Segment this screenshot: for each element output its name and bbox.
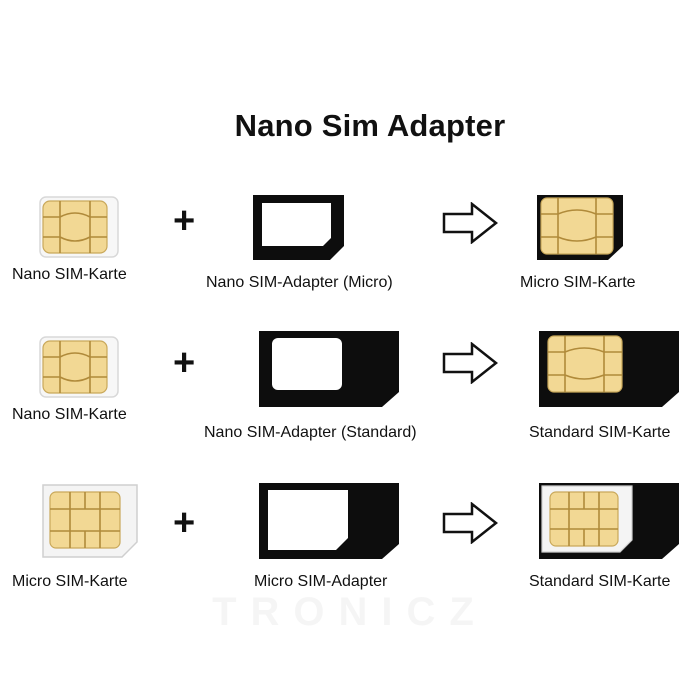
result-label: Micro SIM-Karte <box>520 274 636 291</box>
result-micro-sim <box>534 192 626 262</box>
micro-sim-card <box>40 482 140 560</box>
watermark: TRONICZ <box>0 590 700 635</box>
nano-micro-adapter <box>250 192 346 262</box>
micro-standard-adapter <box>256 480 402 562</box>
adapter-frame-icon <box>259 483 399 559</box>
plus-sign: + <box>173 200 196 242</box>
row-nano-to-standard: Nano SIM-Karte + Nano SIM-Adapter (Stand… <box>0 320 700 460</box>
source-label: Micro SIM-Karte <box>12 573 128 590</box>
nano-sim-card <box>38 335 120 399</box>
result-standard-sim <box>536 480 682 562</box>
adapter-frame-icon <box>259 331 399 407</box>
adapter-label: Nano SIM-Adapter (Micro) <box>206 274 393 291</box>
arrow-right-icon <box>442 342 498 384</box>
row-micro-to-standard: Micro SIM-Karte + Micro SIM-Adapter Stan… <box>0 470 700 610</box>
nano-standard-adapter <box>256 328 402 410</box>
sim-chip-icon <box>42 340 108 394</box>
sim-chip-icon <box>42 200 108 254</box>
source-label: Nano SIM-Karte <box>12 406 127 423</box>
arrow-right-icon <box>442 502 498 544</box>
plus-sign: + <box>173 502 196 544</box>
plus-sign: + <box>173 342 196 384</box>
row-nano-to-micro: Nano SIM-Karte + Nano SIM-Adapter (Micro… <box>0 180 700 320</box>
adapter-frame-icon <box>253 195 344 260</box>
adapter-label: Micro SIM-Adapter <box>254 573 388 590</box>
sim-chip-icon <box>49 491 121 549</box>
page-title: Nano Sim Adapter <box>234 108 506 143</box>
result-standard-sim <box>536 328 682 410</box>
arrow-right-icon <box>442 202 498 244</box>
adapter-label: Nano SIM-Adapter (Standard) <box>204 424 417 441</box>
nano-sim-card <box>38 195 120 259</box>
result-label: Standard SIM-Karte <box>529 573 671 590</box>
source-label: Nano SIM-Karte <box>12 266 127 283</box>
result-label: Standard SIM-Karte <box>529 424 671 441</box>
